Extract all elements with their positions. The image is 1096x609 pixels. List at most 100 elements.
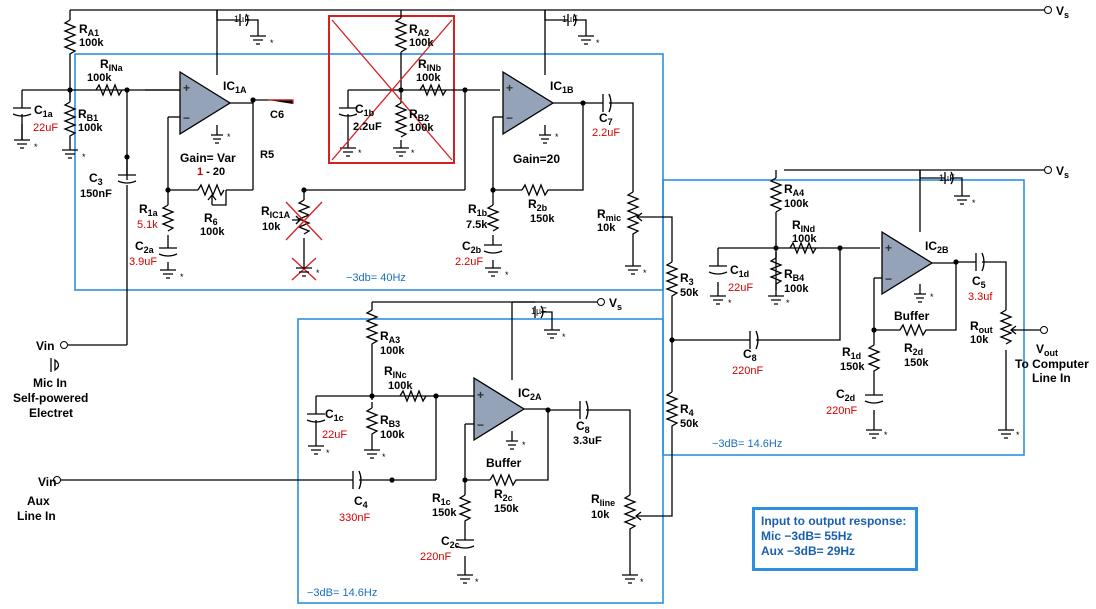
junction-dot (462, 87, 468, 93)
c4-capacitor (352, 470, 363, 490)
r1b-value: 7.5k (466, 219, 488, 231)
rb3-label: RB3 (380, 413, 400, 429)
rina-resistor (95, 83, 123, 97)
ground-symbols-removed (340, 147, 409, 157)
rind-label: RINd (792, 218, 815, 234)
aux-stage-box (297, 318, 664, 604)
r1a-value: 5.1k (137, 219, 158, 231)
ra1-label: RA1 (79, 22, 99, 38)
ground-symbols-2 (485, 35, 641, 277)
bypass-cap-2 (567, 13, 587, 36)
rinb-label: RINb (418, 57, 442, 73)
c1d-value: 22uF (728, 282, 753, 294)
ic1b-label: IC1B (550, 79, 574, 95)
vout-terminal[interactable] (1040, 326, 1048, 334)
ra3-resistor (365, 309, 379, 345)
ground-strike (291, 257, 317, 281)
c7-value: 2.2uF (592, 127, 620, 139)
ic1a-plus: + (183, 81, 190, 95)
ic1a-label: IC1A (223, 79, 247, 95)
mic-in-desc-1: Self-powered (13, 391, 88, 405)
c1b-value: 2.2uF (353, 121, 382, 133)
rb2-label: RB2 (409, 107, 429, 123)
ra2-resistor (394, 17, 408, 53)
c2d-value: 220nF (826, 405, 857, 417)
bypass-cap-4 (534, 305, 553, 330)
ic2a-ground (506, 431, 518, 450)
c2c-label: C2c (441, 534, 460, 550)
mic-input-terminal[interactable] (60, 341, 68, 349)
buffer-label-2a: Buffer (486, 456, 522, 470)
ic2a-wiring (60, 301, 631, 575)
uf1-label-2: 1µF (562, 14, 578, 24)
vout-desc-1: To Computer (1015, 357, 1089, 371)
c5-value: 3.3uf (968, 291, 993, 303)
c2d-capacitor (864, 394, 884, 404)
uf1-label-4: 1µF (531, 306, 547, 316)
svg-text:*: * (596, 38, 600, 48)
junction-dot (433, 393, 439, 399)
response-aux: Aux −3dB= 29Hz (761, 544, 856, 558)
svg-text:*: * (316, 268, 320, 278)
gain-range-label: 1 - 20 (197, 166, 225, 178)
svg-text:*: * (562, 332, 566, 342)
junction-dot (462, 477, 468, 483)
svg-text:*: * (82, 152, 86, 162)
svg-text:*: * (884, 430, 888, 440)
rout-resistor (999, 309, 1013, 345)
c1c-capacitor (306, 413, 326, 432)
ic2b-ground (914, 284, 926, 303)
ric1a-strike (285, 201, 323, 241)
r2b-label: R2b (528, 197, 548, 213)
ic1b-ground (539, 125, 551, 144)
rout-wiper (1009, 325, 1017, 335)
ra4-label: RA4 (784, 182, 804, 198)
r2d-value: 150k (904, 357, 929, 369)
rline-wiper (634, 511, 644, 521)
gain-var-label: Gain= Var (180, 151, 236, 165)
vs-label-2: Vs (1056, 164, 1069, 180)
svg-text:*: * (358, 148, 362, 158)
svg-text:*: * (930, 292, 934, 302)
ric1a-wiper (292, 215, 301, 225)
vs-terminal-3 (597, 298, 605, 306)
svg-text:*: * (1016, 430, 1020, 440)
gain20-label: Gain=20 (513, 152, 560, 166)
ic1b-minus: − (506, 111, 513, 125)
svg-text:*: * (34, 142, 38, 152)
ra4-resistor (769, 177, 783, 213)
rind-resistor (789, 241, 817, 255)
r1b-label: R1b (468, 202, 488, 218)
junction-dot (67, 87, 73, 93)
c8b-value: 3.3uF (573, 435, 602, 447)
junction-dot (669, 337, 675, 343)
ra2-value: 100k (409, 37, 434, 49)
r1d-value: 150k (840, 361, 865, 373)
ic2b-plus: + (885, 241, 892, 255)
mic-preamp-box (74, 53, 664, 291)
c3-value: 150nF (80, 188, 112, 200)
svg-text:*: * (411, 148, 415, 158)
response-summary-box: Input to output response: Mic −3dB= 55Hz… (752, 507, 918, 571)
ic2b-label: IC2B (925, 239, 949, 255)
c8a-capacitor (749, 330, 760, 350)
ground-symbols-4 (308, 329, 638, 584)
vs-label-1: Vs (1056, 4, 1069, 20)
box1-cutoff: −3db= 40Hz (346, 272, 406, 284)
output-stage-box (662, 179, 1025, 456)
r3-value: 50k (680, 287, 699, 299)
c1c-value: 22uF (322, 429, 347, 441)
junction-dot (250, 97, 256, 103)
vs-terminal-1 (1044, 6, 1052, 14)
r2b-resistor (521, 183, 560, 197)
r4-value: 50k (680, 418, 699, 430)
junction-dot (773, 245, 779, 251)
rb4-label: RB4 (784, 267, 804, 283)
aux-input-terminal[interactable] (53, 476, 61, 484)
c2c-capacitor (455, 539, 475, 549)
uf1-label-1: 1µF (234, 14, 250, 24)
vs-label-3: Vs (609, 296, 622, 312)
svg-text:*: * (227, 132, 231, 142)
vin-mic-label: Vin (36, 339, 54, 353)
mic-in-label: Mic In (33, 376, 67, 390)
